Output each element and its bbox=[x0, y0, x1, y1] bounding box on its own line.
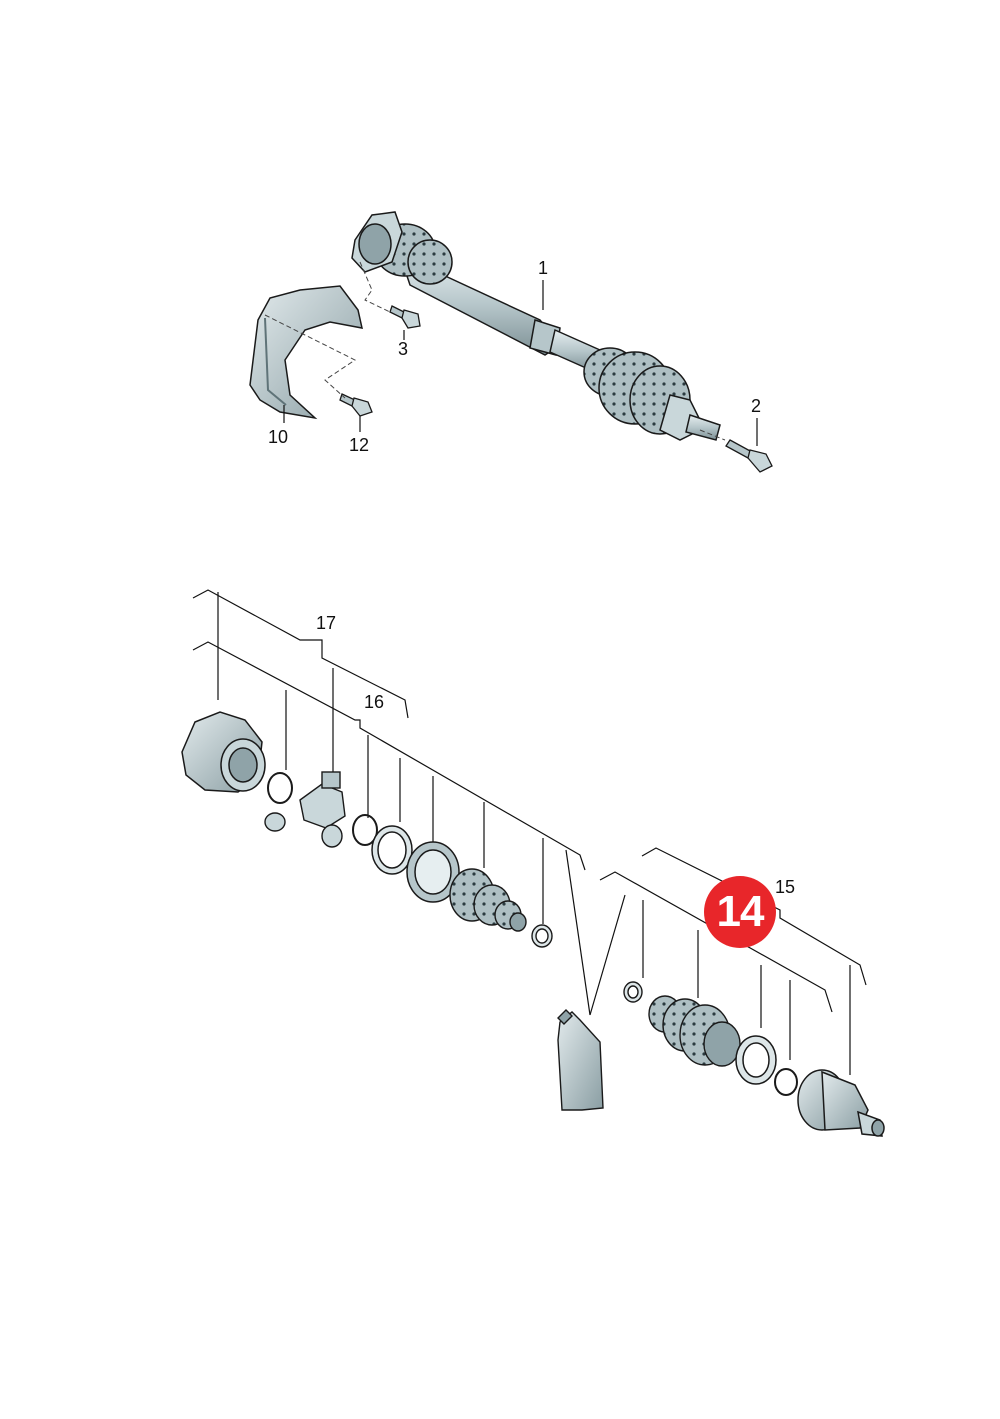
bolt-3 bbox=[389, 305, 421, 329]
outer-boot bbox=[648, 995, 741, 1067]
snap-ring bbox=[352, 814, 378, 846]
inner-boot bbox=[449, 868, 527, 932]
heat-shield bbox=[249, 285, 363, 420]
assembly-lines-upper bbox=[264, 261, 726, 441]
callout-3: 3 bbox=[398, 339, 409, 359]
circlip-outer bbox=[774, 1068, 798, 1096]
joint-housing bbox=[181, 711, 266, 793]
callout-15: 15 bbox=[775, 877, 796, 897]
callout-12: 12 bbox=[349, 435, 370, 455]
tripod-spider bbox=[264, 771, 346, 848]
hose-clamp-large bbox=[371, 825, 413, 875]
bolt-2 bbox=[725, 439, 773, 473]
callout-2: 2 bbox=[751, 396, 762, 416]
drive-shaft bbox=[351, 211, 721, 441]
callout-10: 10 bbox=[268, 427, 289, 447]
dished-ring bbox=[406, 841, 460, 903]
small-clamp-inner bbox=[531, 924, 553, 948]
group-brackets bbox=[192, 589, 867, 1075]
small-clamp-outer bbox=[623, 981, 643, 1003]
cv-joint-outer bbox=[797, 1069, 885, 1137]
callout-16: 16 bbox=[364, 692, 385, 712]
grease-tube bbox=[557, 1009, 604, 1111]
highlight-badge-14[interactable]: 14 bbox=[704, 876, 776, 948]
callout-17: 17 bbox=[316, 613, 337, 633]
leader-lines-upper bbox=[283, 280, 758, 446]
callout-1: 1 bbox=[538, 258, 549, 278]
hose-clamp-outer bbox=[735, 1035, 777, 1085]
circlip bbox=[267, 772, 293, 804]
